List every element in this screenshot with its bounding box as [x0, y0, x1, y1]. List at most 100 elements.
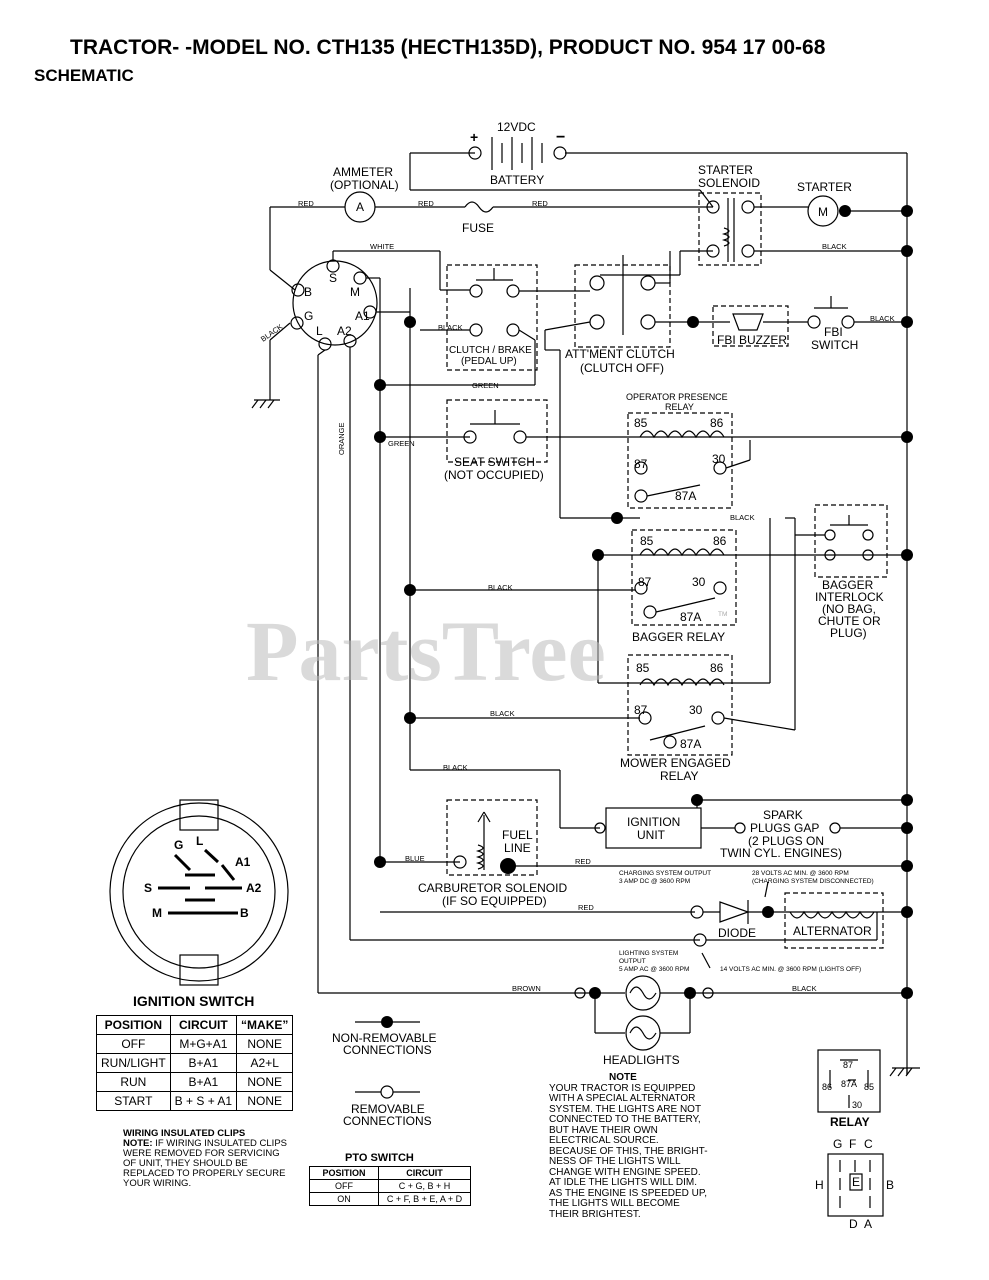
table-cell: B + S + A1	[169, 1091, 238, 1111]
wire-green-1: GREEN	[472, 381, 499, 390]
ammeter-symbol: A	[356, 200, 364, 214]
volts-14-label: 14 VOLTS AC MIN. @ 3600 RPM (LIGHTS OFF)	[720, 966, 861, 973]
bagger-relay-pin-87: 87	[638, 575, 652, 589]
charging-output-label: CHARGING SYSTEM OUTPUT	[619, 870, 711, 877]
clutch-brake-sub: (PEDAL UP)	[461, 356, 517, 367]
battery-plus: +	[470, 129, 478, 145]
pto-diagram-e: E	[852, 1175, 860, 1189]
lighting-output-value: 5 AMP AC @ 3600 RPM	[619, 966, 689, 973]
terminal-a2: A2	[337, 324, 352, 338]
attachment-clutch-sub: (CLUTCH OFF)	[580, 361, 664, 375]
table-cell: OFF	[96, 1034, 171, 1054]
pto-diagram-h: H	[815, 1178, 824, 1192]
spark-plugs-twin: TWIN CYL. ENGINES)	[720, 846, 842, 860]
diode-label: DIODE	[718, 926, 756, 940]
wire-black-clutch: BLACK	[438, 323, 463, 332]
note-line: ELECTRICAL SOURCE.	[549, 1135, 659, 1146]
ignition-switch-table: POSITION CIRCUIT “MAKE” OFF M+G+A1 NONE …	[96, 1015, 294, 1111]
table-cell: RUN	[96, 1072, 171, 1092]
carburetor-solenoid-sub: (IF SO EQUIPPED)	[442, 894, 547, 908]
table-cell: NONE	[236, 1034, 294, 1054]
spark-plugs-label: SPARK	[763, 808, 803, 822]
ignition-unit-label: IGNITION	[627, 815, 680, 829]
bagger-relay-pin-86: 86	[713, 534, 727, 548]
table-cell: C + G, B + H	[378, 1179, 471, 1193]
col-position: POSITION	[96, 1015, 171, 1035]
fbi-switch-label-2: SWITCH	[811, 338, 858, 352]
bagger-interlock-label-5: PLUG)	[830, 626, 867, 640]
col-circuit: CIRCUIT	[169, 1015, 238, 1035]
wire-red-2: RED	[418, 199, 434, 208]
fuse-label: FUSE	[462, 221, 494, 235]
volts-28-sub: (CHARGING SYSTEM DISCONNECTED)	[752, 878, 874, 885]
starter-label: STARTER	[797, 180, 852, 194]
face-label-s: S	[144, 881, 152, 895]
op-relay-pin-30: 30	[712, 452, 726, 466]
mower-relay-label-2: RELAY	[660, 769, 698, 783]
wire-green-2: GREEN	[388, 439, 415, 448]
mower-relay-pin-87: 87	[634, 703, 648, 717]
carburetor-solenoid-label: CARBURETOR SOLENOID	[418, 881, 567, 895]
battery-voltage: 12VDC	[497, 120, 536, 134]
pto-diagram-b: B	[886, 1178, 894, 1192]
ammeter-label: AMMETER	[333, 165, 393, 179]
seat-switch-sub: (NOT OCCUPIED)	[444, 468, 544, 482]
ammeter-optional: (OPTIONAL)	[330, 178, 399, 192]
table-cell: RUN/LIGHT	[96, 1053, 171, 1073]
terminal-m: M	[350, 285, 360, 299]
charging-output-value: 3 AMP DC @ 3600 RPM	[619, 878, 690, 885]
bagger-interlock-label-2: INTERLOCK	[815, 590, 884, 604]
face-label-b: B	[240, 906, 249, 920]
bagger-relay-pin-30: 30	[692, 575, 706, 589]
starter-solenoid-label: STARTER	[698, 163, 753, 177]
mower-relay-pin-87a: 87A	[680, 737, 701, 751]
wiring-clips-text: IF WIRING INSULATED CLIPS WERE REMOVED F…	[123, 1138, 287, 1189]
clutch-brake-label: CLUTCH / BRAKE	[449, 345, 532, 356]
battery-label: BATTERY	[490, 173, 544, 187]
wire-red-carb: RED	[575, 857, 591, 866]
note-line: BUT HAVE THEIR OWN	[549, 1124, 658, 1136]
bagger-relay-label: BAGGER RELAY	[632, 630, 725, 644]
volts-28-label: 28 VOLTS AC MIN. @ 3600 RPM	[752, 870, 849, 877]
table-row: OFF C + G, B + H	[309, 1179, 471, 1193]
pto-switch-table: POSITION CIRCUIT OFF C + G, B + H ON C +…	[309, 1166, 471, 1206]
table-cell: OFF	[309, 1179, 379, 1193]
face-label-m: M	[152, 906, 162, 920]
terminal-a1: A1	[355, 309, 370, 323]
wire-black-fbi: BLACK	[870, 314, 895, 323]
wire-brown: BROWN	[512, 984, 541, 993]
op-relay-pin-86: 86	[710, 416, 724, 430]
spark-plugs-two: (2 PLUGS ON	[748, 834, 824, 848]
spark-plugs-gap: PLUGS GAP	[750, 821, 819, 835]
table-cell: C + F, B + E, A + D	[378, 1192, 471, 1206]
wire-black-ignition: BLACK	[443, 763, 468, 772]
note-line: BECAUSE OF THIS, THE BRIGHT-	[549, 1145, 708, 1157]
table-cell: B+A1	[169, 1053, 238, 1073]
wire-black-bagger: BLACK	[488, 583, 513, 592]
starter-symbol: M	[818, 205, 828, 219]
relay-diagram-86: 86	[822, 1082, 832, 1092]
table-cell: ON	[309, 1192, 379, 1206]
wiring-clips-note-label: NOTE:	[123, 1138, 153, 1149]
bagger-interlock-label: BAGGER	[822, 578, 874, 592]
non-removable-connections	[374, 205, 913, 1028]
battery-minus: −	[556, 129, 565, 146]
ignition-switch-title: IGNITION SWITCH	[133, 993, 255, 1009]
relay-diagram-87: 87	[843, 1060, 853, 1070]
note-line: AT IDLE THE LIGHTS WILL DIM.	[549, 1177, 697, 1188]
pto-switch-title: PTO SWITCH	[345, 1152, 414, 1164]
pto-diagram-d: D	[849, 1217, 858, 1231]
mower-relay-pin-85: 85	[636, 661, 650, 675]
note-line: NESS OF THE LIGHTS WILL	[549, 1156, 681, 1167]
wire-black-ground: BLACK	[259, 322, 284, 343]
wire-white: WHITE	[370, 242, 394, 251]
wire-black-relay: BLACK	[730, 513, 755, 522]
table-row: START B + S + A1 NONE	[96, 1091, 294, 1111]
wire-black-lights: BLACK	[792, 984, 817, 993]
headlights-label: HEADLIGHTS	[603, 1053, 680, 1067]
table-cell: A2+L	[236, 1053, 294, 1073]
face-label-l: L	[196, 834, 203, 848]
legend-non-removable-2: CONNECTIONS	[343, 1043, 432, 1057]
table-row: RUN/LIGHT B+A1 A2+L	[96, 1053, 294, 1073]
bagger-interlock-label-3: (NO BAG,	[822, 602, 876, 616]
